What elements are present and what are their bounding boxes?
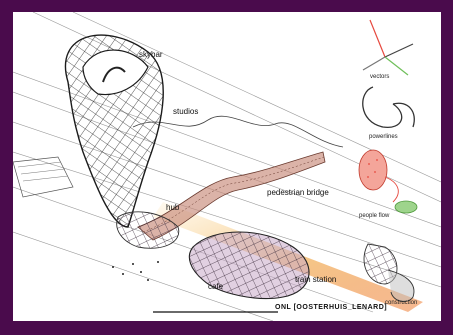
legend-people-flow: people flow	[359, 213, 389, 219]
drawing-panel: skybar studios pedestrian bridge hub tra…	[13, 12, 441, 321]
train-station-label: train station	[295, 275, 336, 284]
credit-text: ONL [OOSTERHUIS_LENARD]	[275, 304, 387, 311]
skybar-label: skybar	[139, 50, 163, 59]
architectural-sketch	[13, 12, 441, 321]
cafe-label: cafe	[208, 282, 223, 291]
vectors-icon	[363, 20, 413, 75]
powerlines-icon	[363, 87, 415, 127]
legend-vectors: vectors	[370, 74, 389, 80]
people-figures	[112, 261, 159, 281]
pedestrian-bridge-label: pedestrian bridge	[267, 188, 329, 197]
studios-contour	[133, 116, 343, 147]
side-building	[13, 157, 73, 197]
legend-powerlines: powerlines	[369, 134, 398, 140]
studios-label: studios	[173, 107, 198, 116]
people-flow-icon	[359, 150, 417, 213]
legend-construction: construction	[385, 300, 417, 306]
hub-label: hub	[166, 203, 179, 212]
